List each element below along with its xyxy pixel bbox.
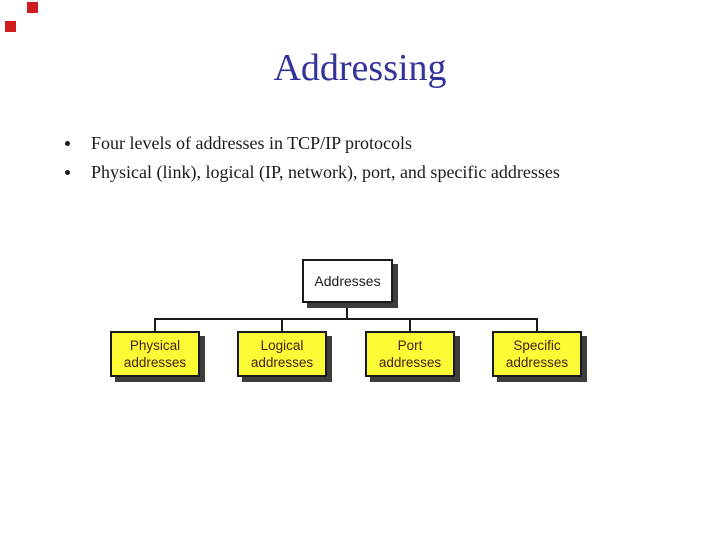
bullet-list: Four levels of addresses in TCP/IP proto… <box>62 134 560 192</box>
connector-drop <box>536 318 538 333</box>
node-logical-addresses: Logical addresses <box>237 331 327 377</box>
node-label-line: addresses <box>123 355 187 370</box>
node-port-addresses: Port addresses <box>365 331 455 377</box>
slide-title: Addressing <box>273 47 447 89</box>
node-label-line: Port <box>397 338 423 353</box>
connector-root-stem <box>346 303 348 320</box>
node-label-line: Specific <box>513 338 561 353</box>
bullet-dot-icon <box>65 170 70 175</box>
node-label: Addresses <box>314 273 381 289</box>
node-physical-addresses: Physical addresses <box>110 331 200 377</box>
bullet-text: Four levels of addresses in TCP/IP proto… <box>91 133 412 153</box>
node-label-line: addresses <box>250 355 314 370</box>
bullet-text: Physical (link), logical (IP, network), … <box>91 162 560 182</box>
node-addresses: Addresses <box>302 259 393 303</box>
node-label-line: Logical <box>260 338 304 353</box>
node-label-line: addresses <box>505 355 569 370</box>
connector-horizontal-bar <box>154 318 538 320</box>
list-item: Physical (link), logical (IP, network), … <box>62 163 560 182</box>
node-specific-addresses: Specific addresses <box>492 331 582 377</box>
list-item: Four levels of addresses in TCP/IP proto… <box>62 134 560 153</box>
node-label-line: Physical <box>129 338 181 353</box>
connector-drop <box>154 318 156 333</box>
red-square-marker-icon <box>27 2 38 13</box>
connector-drop <box>409 318 411 333</box>
red-square-marker-icon <box>5 21 16 32</box>
connector-drop <box>281 318 283 333</box>
node-label-line: addresses <box>378 355 442 370</box>
bullet-dot-icon <box>65 141 70 146</box>
